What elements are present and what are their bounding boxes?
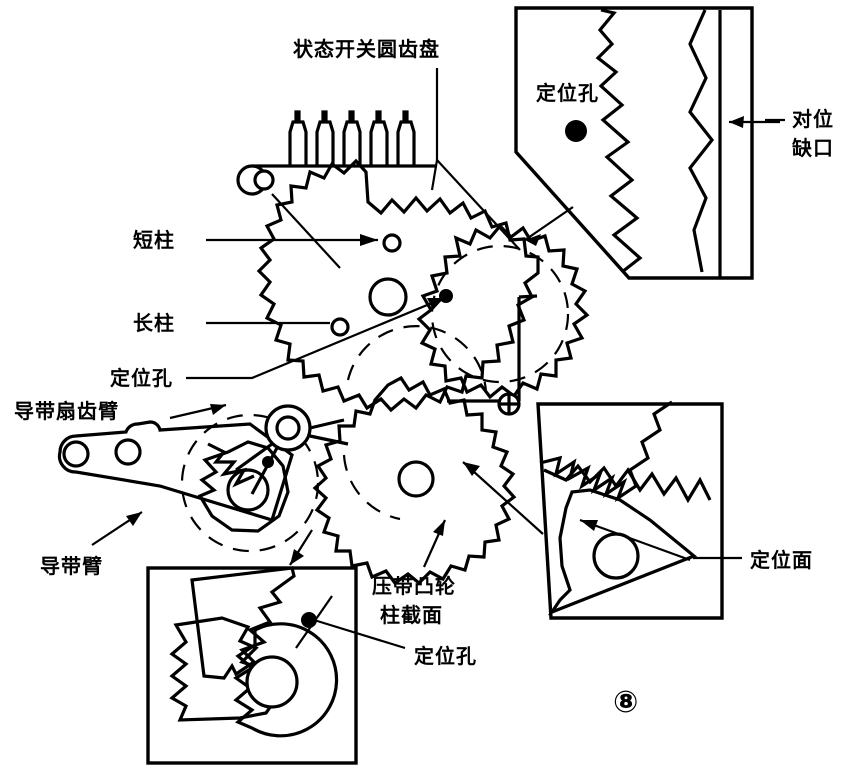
alignment-notch-label-line1: 对位 [792,107,834,131]
switch-contact-fingers [288,110,416,166]
inset-br-hole [592,532,640,580]
locating-hole-left-label: 定位孔 [110,366,173,390]
inset-bottom-left [146,566,358,765]
callout-locating-hole-left: 定位孔 [110,296,445,390]
figure-number-text: ⑧ [613,685,638,720]
guide-belt-sector-gear-arm-label: 导带扇齿臂 [14,399,119,423]
short-post-hole [382,233,402,253]
inset-bl-cam-hub [245,655,299,709]
leader-assembly-to-br-inset [462,461,544,535]
title-leader-line-2 [436,159,521,251]
inset-top-locating-hole-label: 定位孔 [536,81,599,105]
leader-guide-belt-arm [91,511,143,546]
inset-top-right: 定位孔 [514,6,780,280]
gear-to-crosshair-link [518,294,538,299]
sector-arm-upper-pivot-hole [275,415,301,441]
long-post-label: 长柱 [133,311,175,335]
belt-press-cam-gear-hub [397,460,435,498]
callout-locating-hole-bottom: 定位孔 [313,618,477,668]
sector-gear-reference-circle [180,413,320,553]
figure-number: ⑧ [613,685,638,720]
guide-belt-arm-pivot-2 [114,438,142,466]
belt-press-cam-label-line1: 压带凸轮 [372,574,456,598]
callout-alignment-notch: 对位 缺口 [765,107,834,160]
locating-hole-bottom-label: 定位孔 [414,644,477,668]
callout-belt-press-cam-section: 压带凸轮 柱截面 [372,519,456,627]
sector-gear-hub [180,404,349,553]
intermediate-gear-reference-circle [430,244,570,384]
callout-short-post: 短柱 [133,228,378,252]
callout-long-post: 长柱 [133,311,330,335]
belt-press-cam-gear [312,325,517,586]
switch-contact-assembly [236,110,437,269]
switch-pivot-hole [253,169,275,191]
guide-belt-arm-assembly [57,420,294,522]
belt-press-cam-label-line2: 柱截面 [380,603,443,627]
leader-sector-to-bl-inset [289,529,313,566]
short-post-label: 短柱 [133,228,175,252]
locating-surface-label: 定位面 [750,548,813,572]
long-post-hole [330,317,350,337]
guide-belt-arm-pivot-1 [62,440,90,468]
main-gear-hub-hole [368,277,408,317]
alignment-notch-label-line2: 缺口 [792,136,834,160]
guide-belt-arm-label: 导带臂 [40,554,103,578]
leader-sector-gear-arm [169,403,227,420]
crosshair-marker-group [447,297,521,416]
locating-hole-dot-top-inset [565,120,587,142]
inset-bottom-right [536,400,724,620]
callout-locating-surface: 定位面 [693,548,813,572]
status-switch-gear-disc-label: 状态开关圆齿盘 [293,37,440,61]
